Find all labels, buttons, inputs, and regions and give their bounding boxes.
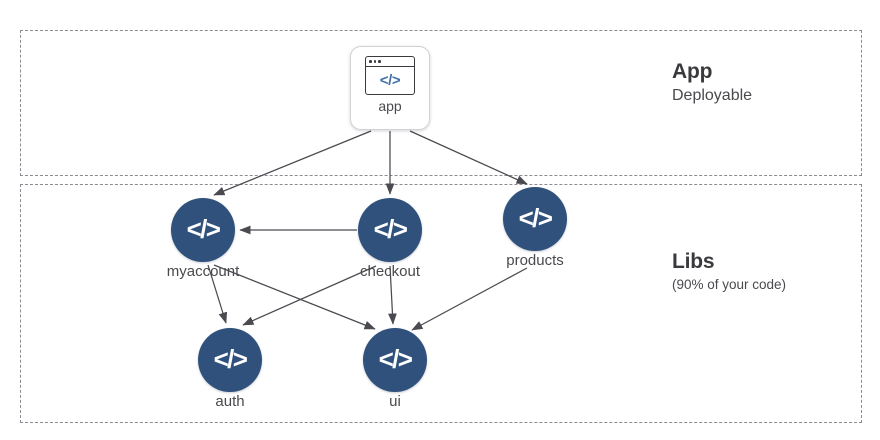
edge-products-to-ui	[411, 267, 528, 331]
code-circle-icon: </>	[363, 328, 427, 392]
code-glyph: </>	[518, 203, 553, 233]
window-dot	[373, 60, 377, 63]
edge-checkout-to-auth	[242, 265, 377, 326]
code-circle-icon: </>	[171, 198, 235, 262]
code-glyph: </>	[373, 214, 408, 244]
code-glyph: </>	[213, 344, 248, 374]
group-caption-libs: Libs (90% of your code)	[672, 250, 786, 294]
node-myaccount[interactable]: </> myaccount	[167, 198, 239, 280]
node-label-auth: auth	[215, 393, 245, 410]
edge-checkout-to-ui	[388, 265, 397, 325]
window-titlebar	[366, 57, 414, 67]
group-title-libs: Libs	[672, 250, 715, 273]
code-circle-icon: </>	[198, 328, 262, 392]
node-app[interactable]: </> app	[350, 46, 430, 130]
code-glyph: </>	[378, 344, 413, 374]
code-glyph: </>	[186, 214, 221, 244]
window-dot	[369, 60, 372, 63]
group-caption-app: App Deployable	[672, 60, 752, 107]
group-title-app: App	[672, 60, 713, 83]
node-label-ui: ui	[389, 393, 401, 410]
group-subtitle-app: Deployable	[672, 87, 753, 105]
node-label-myaccount: myaccount	[166, 263, 240, 280]
edge-app-to-myaccount	[213, 130, 372, 196]
node-label-products: products	[506, 252, 564, 269]
node-label-checkout: checkout	[359, 263, 421, 280]
group-subtitle-libs: (90% of your code)	[672, 277, 787, 293]
group-box-libs	[20, 184, 862, 423]
browser-window-code-icon: </>	[365, 56, 415, 95]
node-auth[interactable]: </> auth	[198, 328, 262, 410]
group-box-app	[20, 30, 862, 176]
node-checkout[interactable]: </> checkout	[358, 198, 422, 280]
node-label-app: app	[378, 98, 402, 114]
node-products[interactable]: </> products	[503, 187, 567, 269]
edge-app-to-products	[409, 130, 528, 185]
code-circle-icon: </>	[358, 198, 422, 262]
node-ui[interactable]: </> ui	[363, 328, 427, 410]
window-dot	[378, 60, 381, 63]
code-circle-icon: </>	[503, 187, 567, 251]
edge-myaccount-to-ui	[213, 264, 376, 330]
edge-myaccount-to-auth	[207, 264, 228, 324]
code-glyph: </>	[379, 72, 401, 89]
